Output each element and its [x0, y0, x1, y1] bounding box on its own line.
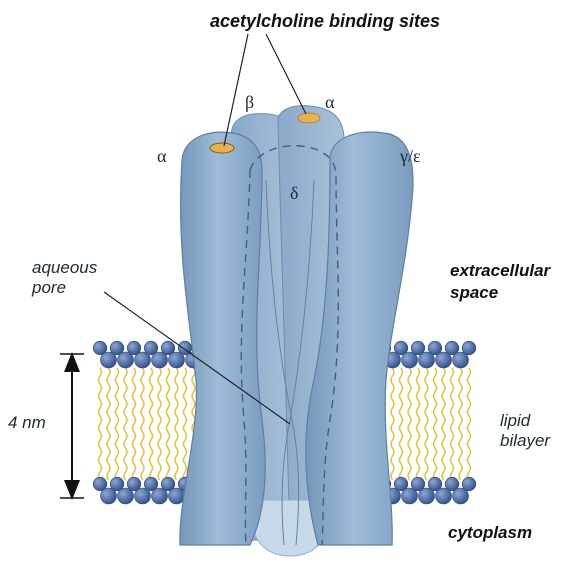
dimension-arrow-top — [64, 352, 80, 372]
lipid-bilayer-line-2: bilayer — [500, 431, 550, 451]
extracellular-space-label: extracellular space — [450, 260, 550, 304]
lipid-tail — [400, 368, 403, 480]
lipid-bilayer-line-1: lipid — [500, 411, 550, 431]
lipid-tail — [391, 368, 394, 480]
aqueous-pore-label: aqueous pore — [32, 258, 97, 298]
lipid-head — [152, 488, 168, 504]
lipid-head — [101, 488, 117, 504]
subunit-gamma-epsilon-label: γ/ε — [400, 146, 421, 167]
lipid-head — [169, 352, 185, 368]
extracellular-line-2: space — [450, 282, 550, 304]
lipid-tail — [468, 368, 471, 480]
lipid-tail — [184, 368, 187, 480]
binding-site-right — [298, 113, 320, 123]
lipid-head — [402, 488, 418, 504]
lipid-tail — [99, 368, 102, 480]
lipid-tail — [425, 368, 428, 480]
lipid-head — [135, 488, 151, 504]
binding-pointer-right — [266, 34, 306, 114]
lipid-bilayer-left — [93, 341, 201, 504]
subunit-delta-label: δ — [290, 183, 298, 204]
lipid-head — [453, 488, 469, 504]
lipid-head — [419, 352, 435, 368]
lipid-head — [135, 352, 151, 368]
lipid-tail — [158, 368, 161, 480]
binding-sites-label: acetylcholine binding sites — [210, 10, 440, 32]
lipid-tail — [116, 368, 119, 480]
lipid-head — [118, 352, 134, 368]
lipid-head — [101, 352, 117, 368]
lipid-tail — [167, 368, 170, 480]
lipid-head — [436, 488, 452, 504]
subunit-alpha-right-label: α — [325, 92, 334, 113]
lipid-tail — [150, 368, 153, 480]
lipid-tail — [133, 368, 136, 480]
lipid-tail — [434, 368, 437, 480]
lipid-tail — [175, 368, 178, 480]
dimension-arrow-bottom — [64, 480, 80, 500]
binding-site-left — [210, 143, 234, 153]
lipid-tail — [417, 368, 420, 480]
lipid-bilayer-label: lipid bilayer — [500, 411, 550, 451]
lipid-bilayer-right — [377, 341, 476, 504]
subunit-alpha-left — [180, 132, 265, 545]
lipid-head — [152, 352, 168, 368]
lipid-tail — [451, 368, 454, 480]
extracellular-line-1: extracellular — [450, 260, 550, 282]
lipid-head — [169, 488, 185, 504]
lipid-tail — [442, 368, 445, 480]
lipid-tail — [459, 368, 462, 480]
aqueous-pore-line-2: pore — [32, 278, 97, 298]
lipid-head — [453, 352, 469, 368]
subunit-alpha-left-label: α — [157, 146, 166, 167]
lipid-head — [402, 352, 418, 368]
aqueous-pore-line-1: aqueous — [32, 258, 97, 278]
lipid-tail — [124, 368, 127, 480]
lipid-head — [118, 488, 134, 504]
lipid-tail — [107, 368, 110, 480]
lipid-head — [419, 488, 435, 504]
lipid-tail — [141, 368, 144, 480]
lipid-head — [436, 352, 452, 368]
membrane-thickness-label: 4 nm — [8, 413, 46, 433]
subunit-beta-label: β — [245, 92, 254, 113]
cytoplasm-label: cytoplasm — [448, 522, 532, 544]
lipid-tail — [408, 368, 411, 480]
